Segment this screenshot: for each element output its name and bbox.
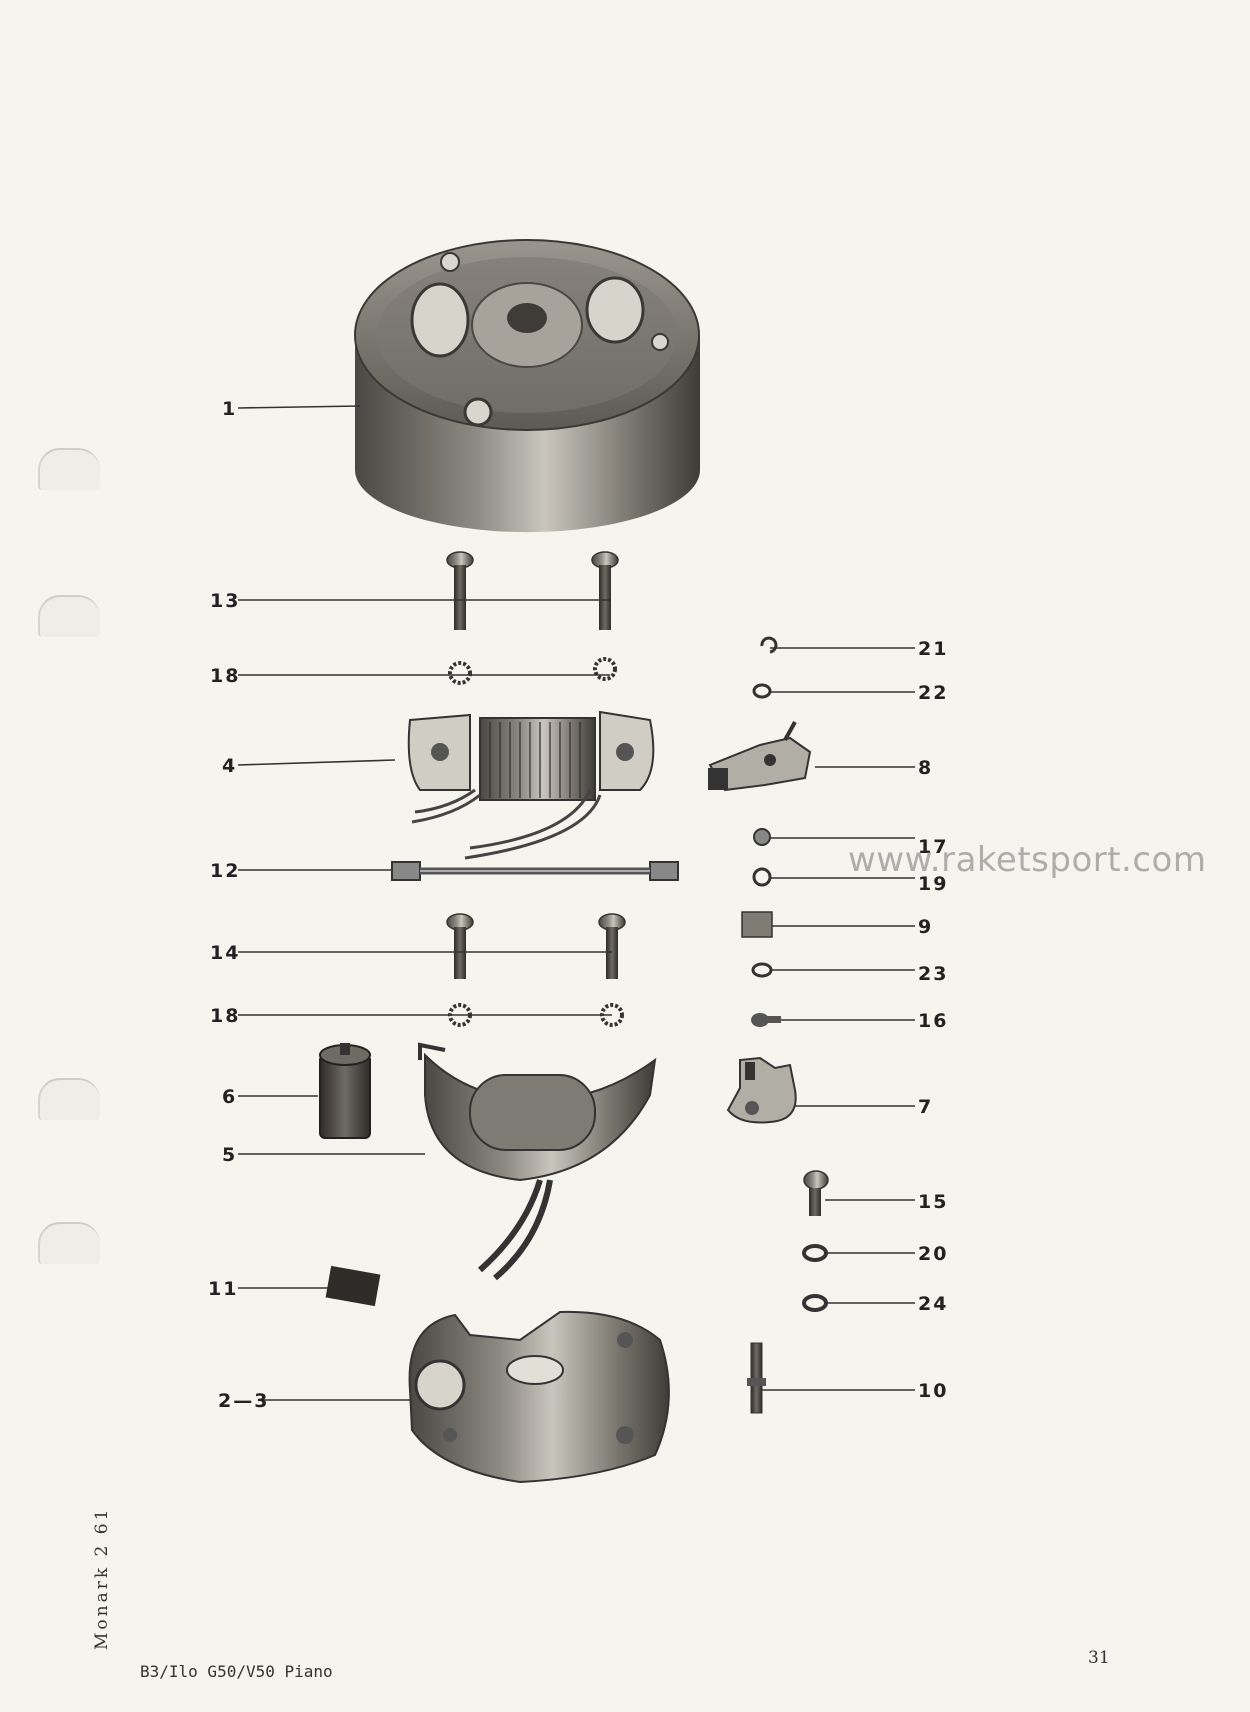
punch-hole-1 xyxy=(38,448,100,490)
callout-23: 23 xyxy=(918,963,948,985)
callout-6: 6 xyxy=(222,1086,237,1108)
watermark-text: www.raketsport.com xyxy=(848,840,1207,880)
callout-4: 4 xyxy=(222,755,237,777)
callout-18-top: 18 xyxy=(210,665,240,687)
nut-17 xyxy=(753,828,771,846)
callout-24: 24 xyxy=(918,1293,948,1315)
washer-pair-18-top xyxy=(448,657,617,685)
callout-8: 8 xyxy=(918,757,933,779)
breaker-arm-part-8 xyxy=(708,721,812,792)
side-label: Monark 2 61 xyxy=(92,1506,112,1650)
callout-labels: 1 13 18 4 12 14 18 6 5 11 2—3 21 22 8 17… xyxy=(208,398,948,1412)
screw-16 xyxy=(751,1013,781,1027)
callout-11: 11 xyxy=(208,1278,238,1300)
ignition-coil-part xyxy=(418,1042,657,1281)
punch-hole-2 xyxy=(38,595,100,637)
punch-hole-3 xyxy=(38,1078,100,1120)
callout-20: 20 xyxy=(918,1243,948,1265)
washer-19 xyxy=(752,867,772,887)
callout-18-bottom: 18 xyxy=(210,1005,240,1027)
washer-22 xyxy=(752,683,772,699)
contact-bracket-7 xyxy=(726,1056,797,1124)
screw-15 xyxy=(803,1170,829,1216)
callout-5: 5 xyxy=(222,1144,237,1166)
callout-9: 9 xyxy=(918,916,933,938)
stud-10 xyxy=(747,1342,766,1414)
washer-24 xyxy=(802,1294,828,1312)
callout-12: 12 xyxy=(210,860,240,882)
flywheel-part xyxy=(354,239,700,533)
punch-hole-4 xyxy=(38,1222,100,1264)
callout-21: 21 xyxy=(918,638,948,660)
leader-lines xyxy=(237,405,915,1401)
callout-1: 1 xyxy=(222,398,237,420)
callout-14: 14 xyxy=(210,942,240,964)
washer-23 xyxy=(751,962,773,978)
felt-pad-part xyxy=(325,1265,381,1307)
callout-13: 13 xyxy=(210,590,240,612)
callout-7: 7 xyxy=(918,1096,933,1118)
screw-pair-14 xyxy=(446,913,626,979)
lighting-coil-part xyxy=(407,710,655,860)
callout-17: 17 xyxy=(918,836,948,858)
condenser-part xyxy=(319,1043,371,1139)
washer-20 xyxy=(802,1244,828,1262)
ground-strap-part xyxy=(391,861,679,881)
callout-15: 15 xyxy=(918,1191,948,1213)
block-9 xyxy=(741,911,773,938)
callout-2-3: 2—3 xyxy=(218,1390,269,1412)
page-number: 31 xyxy=(1088,1648,1110,1668)
callout-10: 10 xyxy=(918,1380,948,1402)
circlip-21 xyxy=(760,636,778,654)
callout-16: 16 xyxy=(918,1010,948,1032)
base-plate-part xyxy=(408,1310,670,1484)
screw-pair-13 xyxy=(446,551,619,630)
footer-label: B3/Ilo G50/V50 Piano xyxy=(140,1662,333,1681)
callout-19: 19 xyxy=(918,873,948,895)
callout-22: 22 xyxy=(918,682,948,704)
